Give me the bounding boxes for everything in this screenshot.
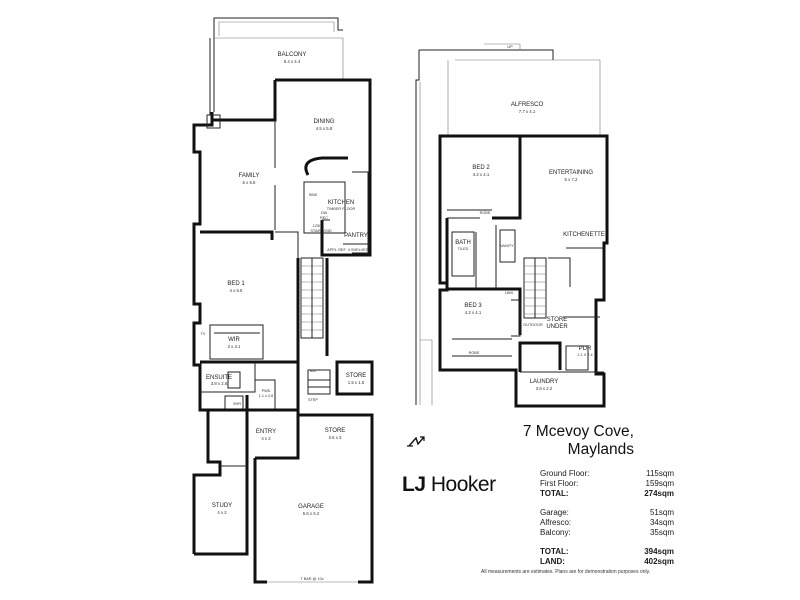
- balcony-outline: [213, 17, 343, 38]
- wir-box: [209, 324, 264, 360]
- area-row: Garage:51sqm: [540, 508, 674, 517]
- room-entertaining: ENTERTAINING: [549, 170, 593, 176]
- address-line-2: Maylands: [567, 441, 634, 458]
- room-balcony: BALCONY: [278, 52, 307, 58]
- room-store-under: STORE: [547, 317, 568, 323]
- room-alfresco: ALFRESCO: [511, 102, 544, 108]
- fixture-vanity: VANITY: [500, 244, 514, 248]
- ground-outer-wall: [192, 112, 222, 554]
- room-kitchenette: KITCHENETTE: [563, 232, 605, 238]
- room-pwd: PWD: [262, 389, 271, 393]
- svg-text:3.8 x 2.6: 3.8 x 2.6: [211, 381, 228, 386]
- svg-text:5 x 7.2: 5 x 7.2: [565, 177, 579, 182]
- fixture-shr: SHR: [233, 402, 241, 406]
- fixture-step: STEP: [308, 398, 318, 402]
- svg-text:4 x 2: 4 x 2: [261, 436, 271, 441]
- room-dining: DINING: [314, 119, 335, 125]
- north-arrow-icon: [407, 436, 425, 447]
- area-row-land: LAND:402sqm: [540, 557, 674, 566]
- ground-floor-plan: [192, 17, 374, 584]
- fixture-appl: APPL: [327, 248, 337, 252]
- room-laundry: LAUNDRY: [530, 379, 559, 385]
- area-row-total: TOTAL:274sqm: [540, 489, 674, 498]
- garage-tbar: T BAR @ 10c: [300, 577, 323, 581]
- ground-room-labels: BALCONY 8.4 x 4.4 DINING 4.5 x 5.8 FAMIL…: [201, 52, 369, 581]
- property-address: 7 Mcevoy Cove, Maylands: [523, 423, 634, 459]
- svg-text:TIMBER FLOOR: TIMBER FLOOR: [327, 207, 356, 211]
- svg-text:1.1 x 2.6: 1.1 x 2.6: [259, 394, 274, 398]
- room-pantry: PANTRY: [344, 233, 368, 239]
- room-family: FAMILY: [239, 173, 260, 179]
- svg-text:UNDER: UNDER: [546, 324, 568, 330]
- fixture-tv: TV: [201, 332, 206, 336]
- svg-text:3.5 x 3: 3.5 x 3: [329, 435, 343, 440]
- room-store-small: STORE: [346, 373, 367, 379]
- dim-1800: 1800: [505, 291, 513, 295]
- svg-text:4 x 5.5: 4 x 5.5: [230, 288, 244, 293]
- dim-820: 820: [310, 369, 316, 373]
- dim-1250: 1250: [313, 224, 321, 228]
- fixture-robe-bed2: ROBE: [480, 211, 491, 215]
- logo-lj: LJ: [402, 473, 426, 496]
- fixture-shelves: 4 SHELVES: [348, 248, 369, 252]
- first-floor-plan: UP: [415, 43, 609, 408]
- svg-text:5.5 x 6.2: 5.5 x 6.2: [303, 511, 320, 516]
- area-row: First Floor:159sqm: [540, 479, 674, 488]
- svg-text:4 x 2: 4 x 2: [217, 510, 227, 515]
- svg-text:4.2 x 4.1: 4.2 x 4.1: [465, 310, 482, 315]
- room-study: STUDY: [212, 503, 232, 509]
- room-kitchen: KITCHEN: [328, 200, 354, 206]
- area-row-total: TOTAL:394sqm: [540, 547, 674, 556]
- room-bed1: BED 1: [227, 281, 245, 287]
- room-bath: BATH: [455, 240, 471, 246]
- room-bed2: BED 2: [472, 165, 490, 171]
- logo-hooker: Hooker: [430, 473, 496, 496]
- fixture-sink: SINK: [309, 193, 318, 197]
- svg-text:TILED: TILED: [458, 247, 469, 251]
- area-row: Balcony:35sqm: [540, 528, 674, 537]
- stair-first: [523, 257, 547, 319]
- room-bed3: BED 3: [464, 303, 482, 309]
- lj-hooker-logo: LJ Hooker: [402, 473, 496, 497]
- svg-text:4.2 x 4.1: 4.2 x 4.1: [473, 172, 490, 177]
- fixture-robe-bed3: ROBE: [469, 351, 480, 355]
- room-pdr: PDR: [579, 346, 592, 352]
- svg-text:8.4 x 4.4: 8.4 x 4.4: [284, 59, 301, 64]
- room-store: STORE: [325, 428, 346, 434]
- svg-text:3 x 3.1: 3 x 3.1: [228, 344, 242, 349]
- room-garage: GARAGE: [298, 504, 324, 510]
- address-line-1: 7 Mcevoy Cove,: [522, 423, 634, 440]
- stair-ground: [300, 257, 324, 339]
- room-wir: WIR: [228, 337, 240, 343]
- fixture-outdoor: OUTDOOR: [523, 323, 543, 327]
- disclaimer: All measurements are estimates. Plans ar…: [481, 569, 651, 575]
- fixture-stair-void: STAIR VOID: [310, 229, 331, 233]
- kitchen-island: [303, 181, 346, 234]
- svg-text:2.1 X 2.4: 2.1 X 2.4: [577, 353, 592, 357]
- room-ensuite: ENSUITE: [206, 375, 232, 381]
- area-row: Alfresco:34sqm: [540, 518, 674, 527]
- svg-text:4.5 x 5.8: 4.5 x 5.8: [316, 126, 333, 131]
- area-summary: Ground Floor:115sqm First Floor:159sqm T…: [540, 469, 674, 567]
- fixture-rec: REC: [320, 216, 328, 220]
- svg-text:3.6 x 2.2: 3.6 x 2.2: [536, 386, 553, 391]
- svg-text:7.7 x 4.1: 7.7 x 4.1: [519, 109, 536, 114]
- first-room-labels: ALFRESCO 7.7 x 4.1 BED 2 4.2 x 4.1 ENTER…: [455, 102, 605, 391]
- svg-text:1.5 x 1.5: 1.5 x 1.5: [348, 380, 365, 385]
- fixture-up: UP: [507, 45, 513, 49]
- room-entry: ENTRY: [256, 429, 276, 435]
- area-row: Ground Floor:115sqm: [540, 469, 674, 478]
- fixture-ref: REF: [338, 248, 346, 252]
- svg-text:5 x 5.5: 5 x 5.5: [243, 180, 257, 185]
- fixture-dw: DW: [321, 211, 328, 215]
